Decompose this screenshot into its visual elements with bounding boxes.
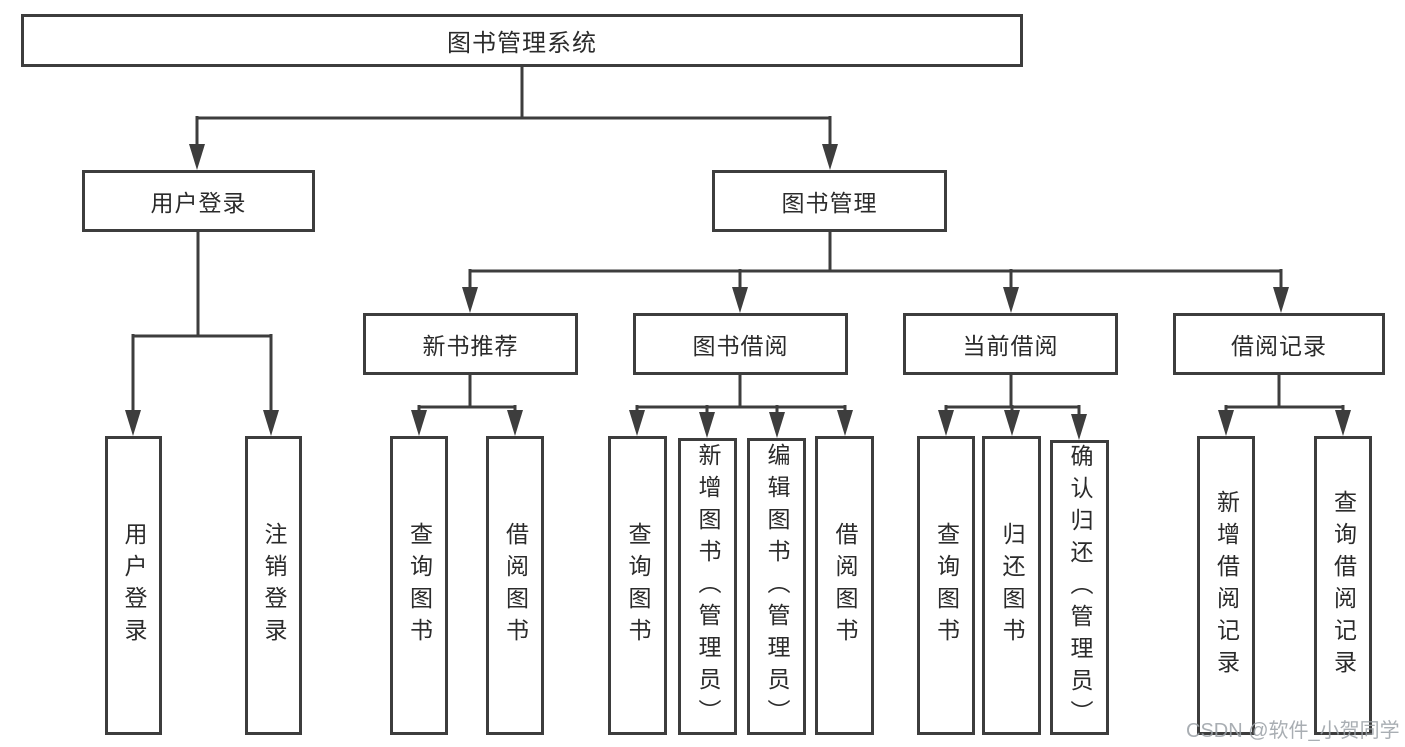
connectors [125,66,1351,440]
node-new-book-recommend: 新书推荐 [363,313,578,375]
arrow-icon [1273,287,1289,313]
leaf-return-books: 归还图书 [982,436,1041,735]
leaf-borrow-books: 借阅图书 [815,436,874,735]
node-label: 借阅记录 [1231,333,1327,359]
leaf-label: 归还图书 [999,521,1025,650]
leaf-add-books-admin: 新增图书（管理员） [678,438,737,735]
leaf-query-books-current: 查询图书 [917,436,975,735]
leaf-label: 编辑图书（管理员） [764,442,790,731]
arrow-icon [507,410,523,436]
node-label: 图书管理 [781,190,878,216]
csdn-watermark: CSDN @软件_小贺同学 [1186,720,1400,742]
node-book-management: 图书管理 [712,170,947,232]
leaf-label: 借阅图书 [502,521,529,650]
leaf-label: 查询图书 [625,521,651,650]
arrow-icon [1335,410,1351,436]
leaf-label: 新增借阅记录 [1213,489,1240,682]
leaf-label: 注销登录 [261,521,287,650]
node-borrow-records: 借阅记录 [1173,313,1385,375]
leaf-label: 用户登录 [121,521,147,650]
arrow-icon [938,410,954,436]
arrow-icon [462,287,478,313]
arrow-icon [1218,410,1234,436]
arrow-icon [699,412,715,438]
arrow-icon [769,412,785,438]
leaf-query-books-borrow: 查询图书 [608,436,667,735]
node-label: 用户登录 [150,190,247,216]
node-user-login: 用户登录 [82,170,315,232]
leaf-user-login: 用户登录 [105,436,162,735]
leaf-label: 查询图书 [933,521,960,650]
leaf-query-books-recommend: 查询图书 [390,436,448,735]
arrow-icon [411,410,427,436]
leaf-logout: 注销登录 [245,436,302,735]
node-label: 新书推荐 [422,333,519,359]
node-current-borrow: 当前借阅 [903,313,1118,375]
leaf-add-borrow-record: 新增借阅记录 [1197,436,1255,735]
arrow-icon [732,287,748,313]
arrow-icon [1071,414,1087,440]
node-label: 图书管理系统 [447,30,597,57]
leaf-label: 查询图书 [406,521,433,650]
node-label: 图书借阅 [692,333,789,359]
leaf-borrow-books-recommend: 借阅图书 [486,436,544,735]
arrow-icon [822,144,838,170]
arrow-icon [629,410,645,436]
node-book-management-system: 图书管理系统 [21,14,1023,67]
arrow-icon [125,410,141,436]
node-book-borrow: 图书借阅 [633,313,848,375]
leaf-label: 查询借阅记录 [1330,489,1357,682]
arrow-icon [189,144,205,170]
arrow-icon [1003,287,1019,313]
leaf-edit-books-admin: 编辑图书（管理员） [747,438,806,735]
arrow-icon [837,410,853,436]
node-label: 当前借阅 [962,333,1059,359]
arrow-icon [263,410,279,436]
leaf-label: 借阅图书 [832,521,858,650]
leaf-query-borrow-record: 查询借阅记录 [1314,436,1372,735]
leaf-label: 确认归还（管理员） [1067,443,1093,732]
leaf-confirm-return-admin: 确认归还（管理员） [1050,440,1109,735]
arrow-icon [1004,410,1020,436]
leaf-label: 新增图书（管理员） [695,442,721,731]
